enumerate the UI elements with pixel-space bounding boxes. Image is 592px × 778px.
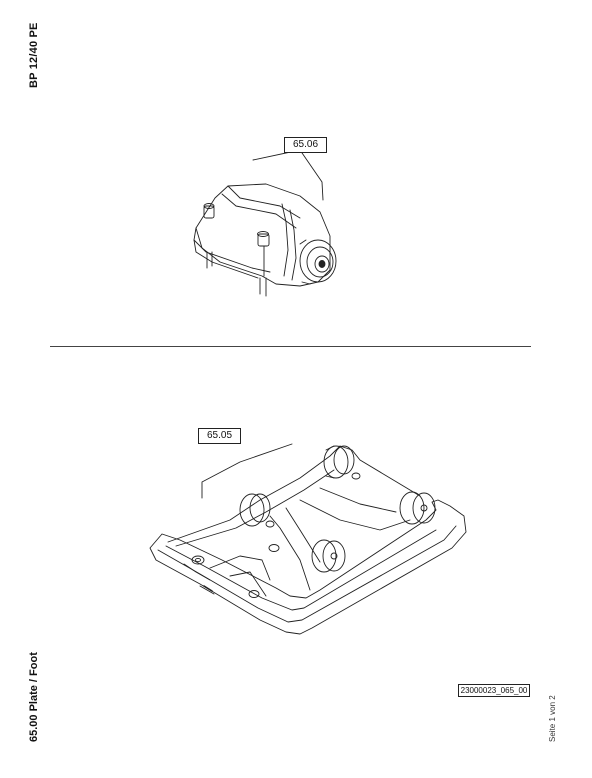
rubber-mount (323, 445, 355, 479)
part-callout-65-05[interactable]: 65.05 (198, 428, 241, 444)
exciter-unit-drawing (193, 149, 337, 297)
rubber-mount (399, 491, 436, 525)
document-reference: 23000023_065_00 (458, 684, 530, 697)
rubber-mount (239, 493, 275, 528)
base-plate-drawing (149, 443, 467, 635)
rubber-mount (311, 539, 346, 573)
section-divider (50, 346, 531, 347)
part-callout-65-06[interactable]: 65.06 (284, 137, 327, 153)
